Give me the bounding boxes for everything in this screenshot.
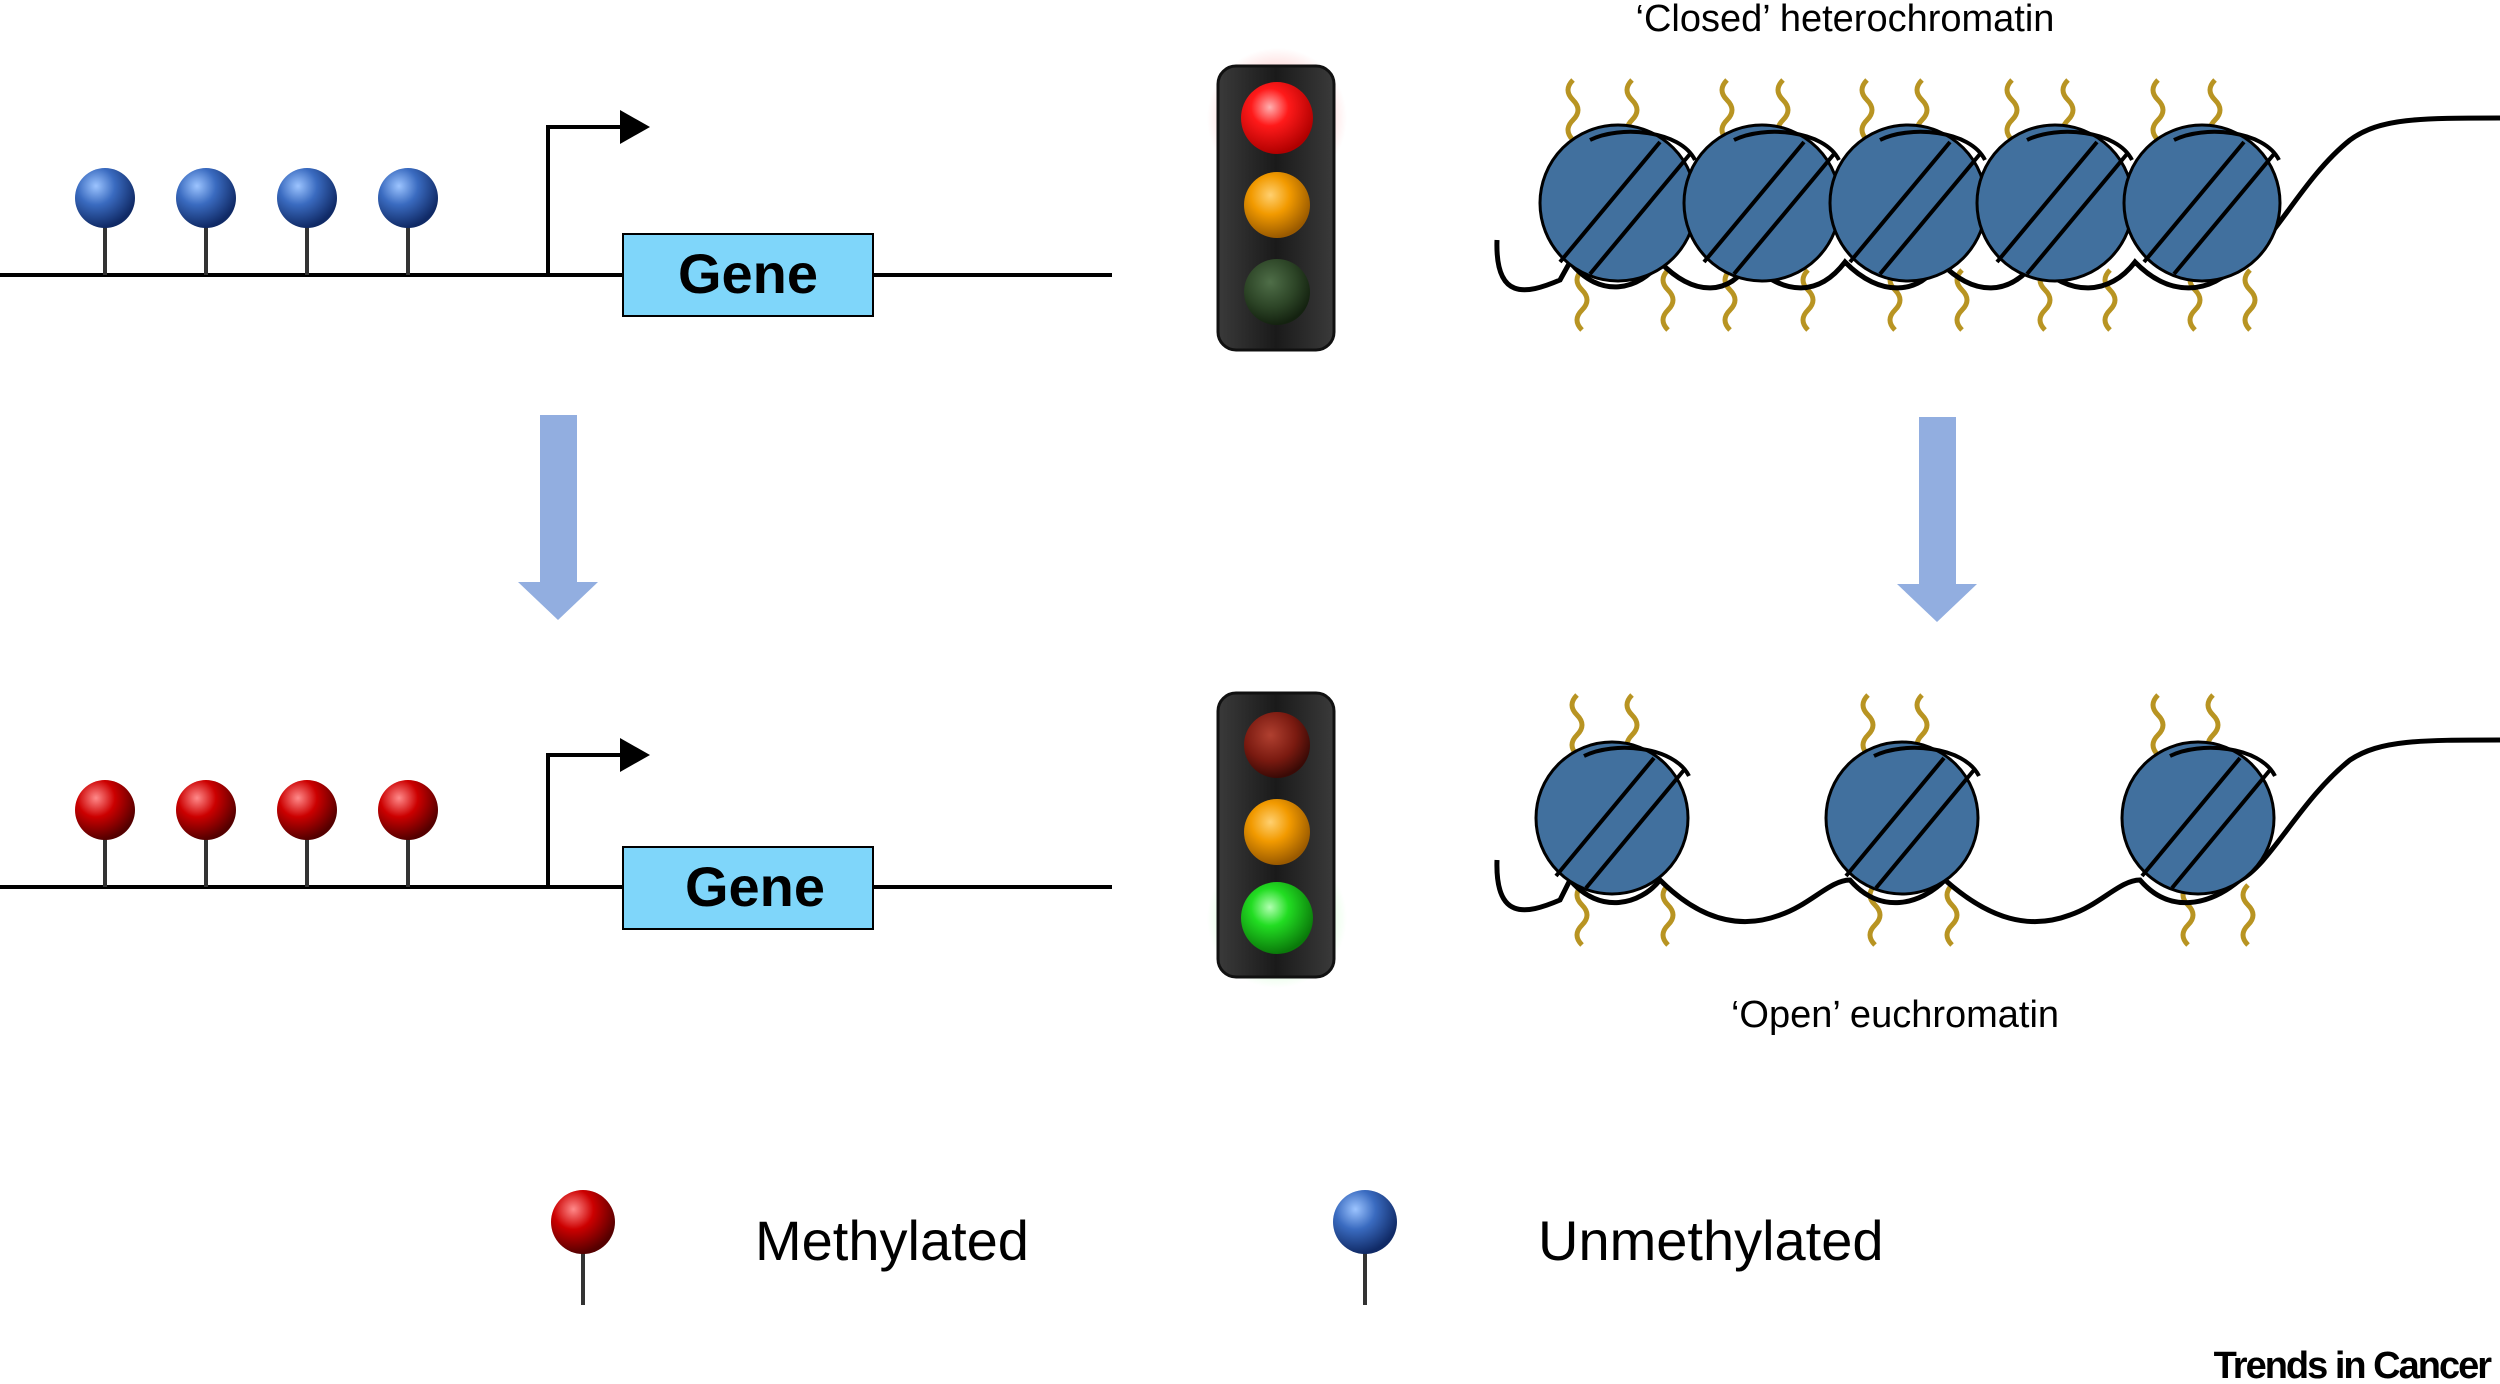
nucleosome — [1682, 123, 1842, 283]
nucleosome — [1828, 123, 1988, 283]
unmethylated-cpg-pins — [75, 168, 438, 275]
bottom-gene-locus: Gene — [0, 738, 1112, 930]
left-down-arrow — [518, 415, 598, 620]
nucleosome — [1534, 740, 1691, 896]
top-gene-locus: Gene — [0, 110, 1112, 317]
transcription-start-arrow — [546, 110, 650, 275]
legend-methylated-label: Methylated — [755, 1209, 1029, 1272]
closed-heterochromatin — [1494, 78, 2500, 332]
gene-label: Gene — [678, 242, 818, 305]
open-euchromatin — [1494, 693, 2500, 947]
traffic-light-green — [1207, 691, 1347, 988]
transcription-start-arrow — [546, 738, 650, 887]
legend: Methylated Unmethylated — [551, 1190, 1884, 1305]
red-lamp-off — [1244, 712, 1310, 778]
nucleosome — [2120, 740, 2277, 896]
methylated-cpg-pins — [75, 780, 438, 887]
amber-lamp — [1244, 172, 1310, 238]
unmethylated-pin — [277, 168, 337, 275]
methylated-pin — [378, 780, 438, 887]
green-lamp-lit — [1241, 882, 1313, 954]
red-lamp-lit — [1241, 82, 1313, 154]
legend-unmethylated-label: Unmethylated — [1538, 1209, 1884, 1272]
traffic-light-red — [1207, 48, 1347, 352]
gene-box: Gene — [622, 233, 874, 317]
green-lamp-off — [1244, 259, 1310, 325]
unmethylated-pin — [378, 168, 438, 275]
heterochromatin-label: ‘Closed’ heterochromatin — [1636, 0, 2055, 40]
gene-label: Gene — [685, 855, 825, 918]
methylated-pin — [176, 780, 236, 887]
legend-methylated-swatch — [551, 1190, 615, 1305]
methylated-pin — [75, 780, 135, 887]
dna-linker — [1494, 737, 2500, 925]
legend-unmethylated-swatch — [1333, 1190, 1397, 1305]
nucleosome — [1824, 740, 1981, 896]
gene-box: Gene — [622, 846, 874, 930]
nucleosome — [1975, 123, 2135, 283]
euchromatin-label: ‘Open’ euchromatin — [1731, 994, 2059, 1036]
nucleosome — [2122, 123, 2282, 283]
right-down-arrow — [1897, 417, 1977, 622]
amber-lamp — [1244, 799, 1310, 865]
methylated-pin — [277, 780, 337, 887]
unmethylated-pin — [75, 168, 135, 275]
journal-brand: Trends in Cancer — [2214, 1345, 2493, 1384]
unmethylated-pin — [176, 168, 236, 275]
nucleosome — [1538, 123, 1698, 283]
